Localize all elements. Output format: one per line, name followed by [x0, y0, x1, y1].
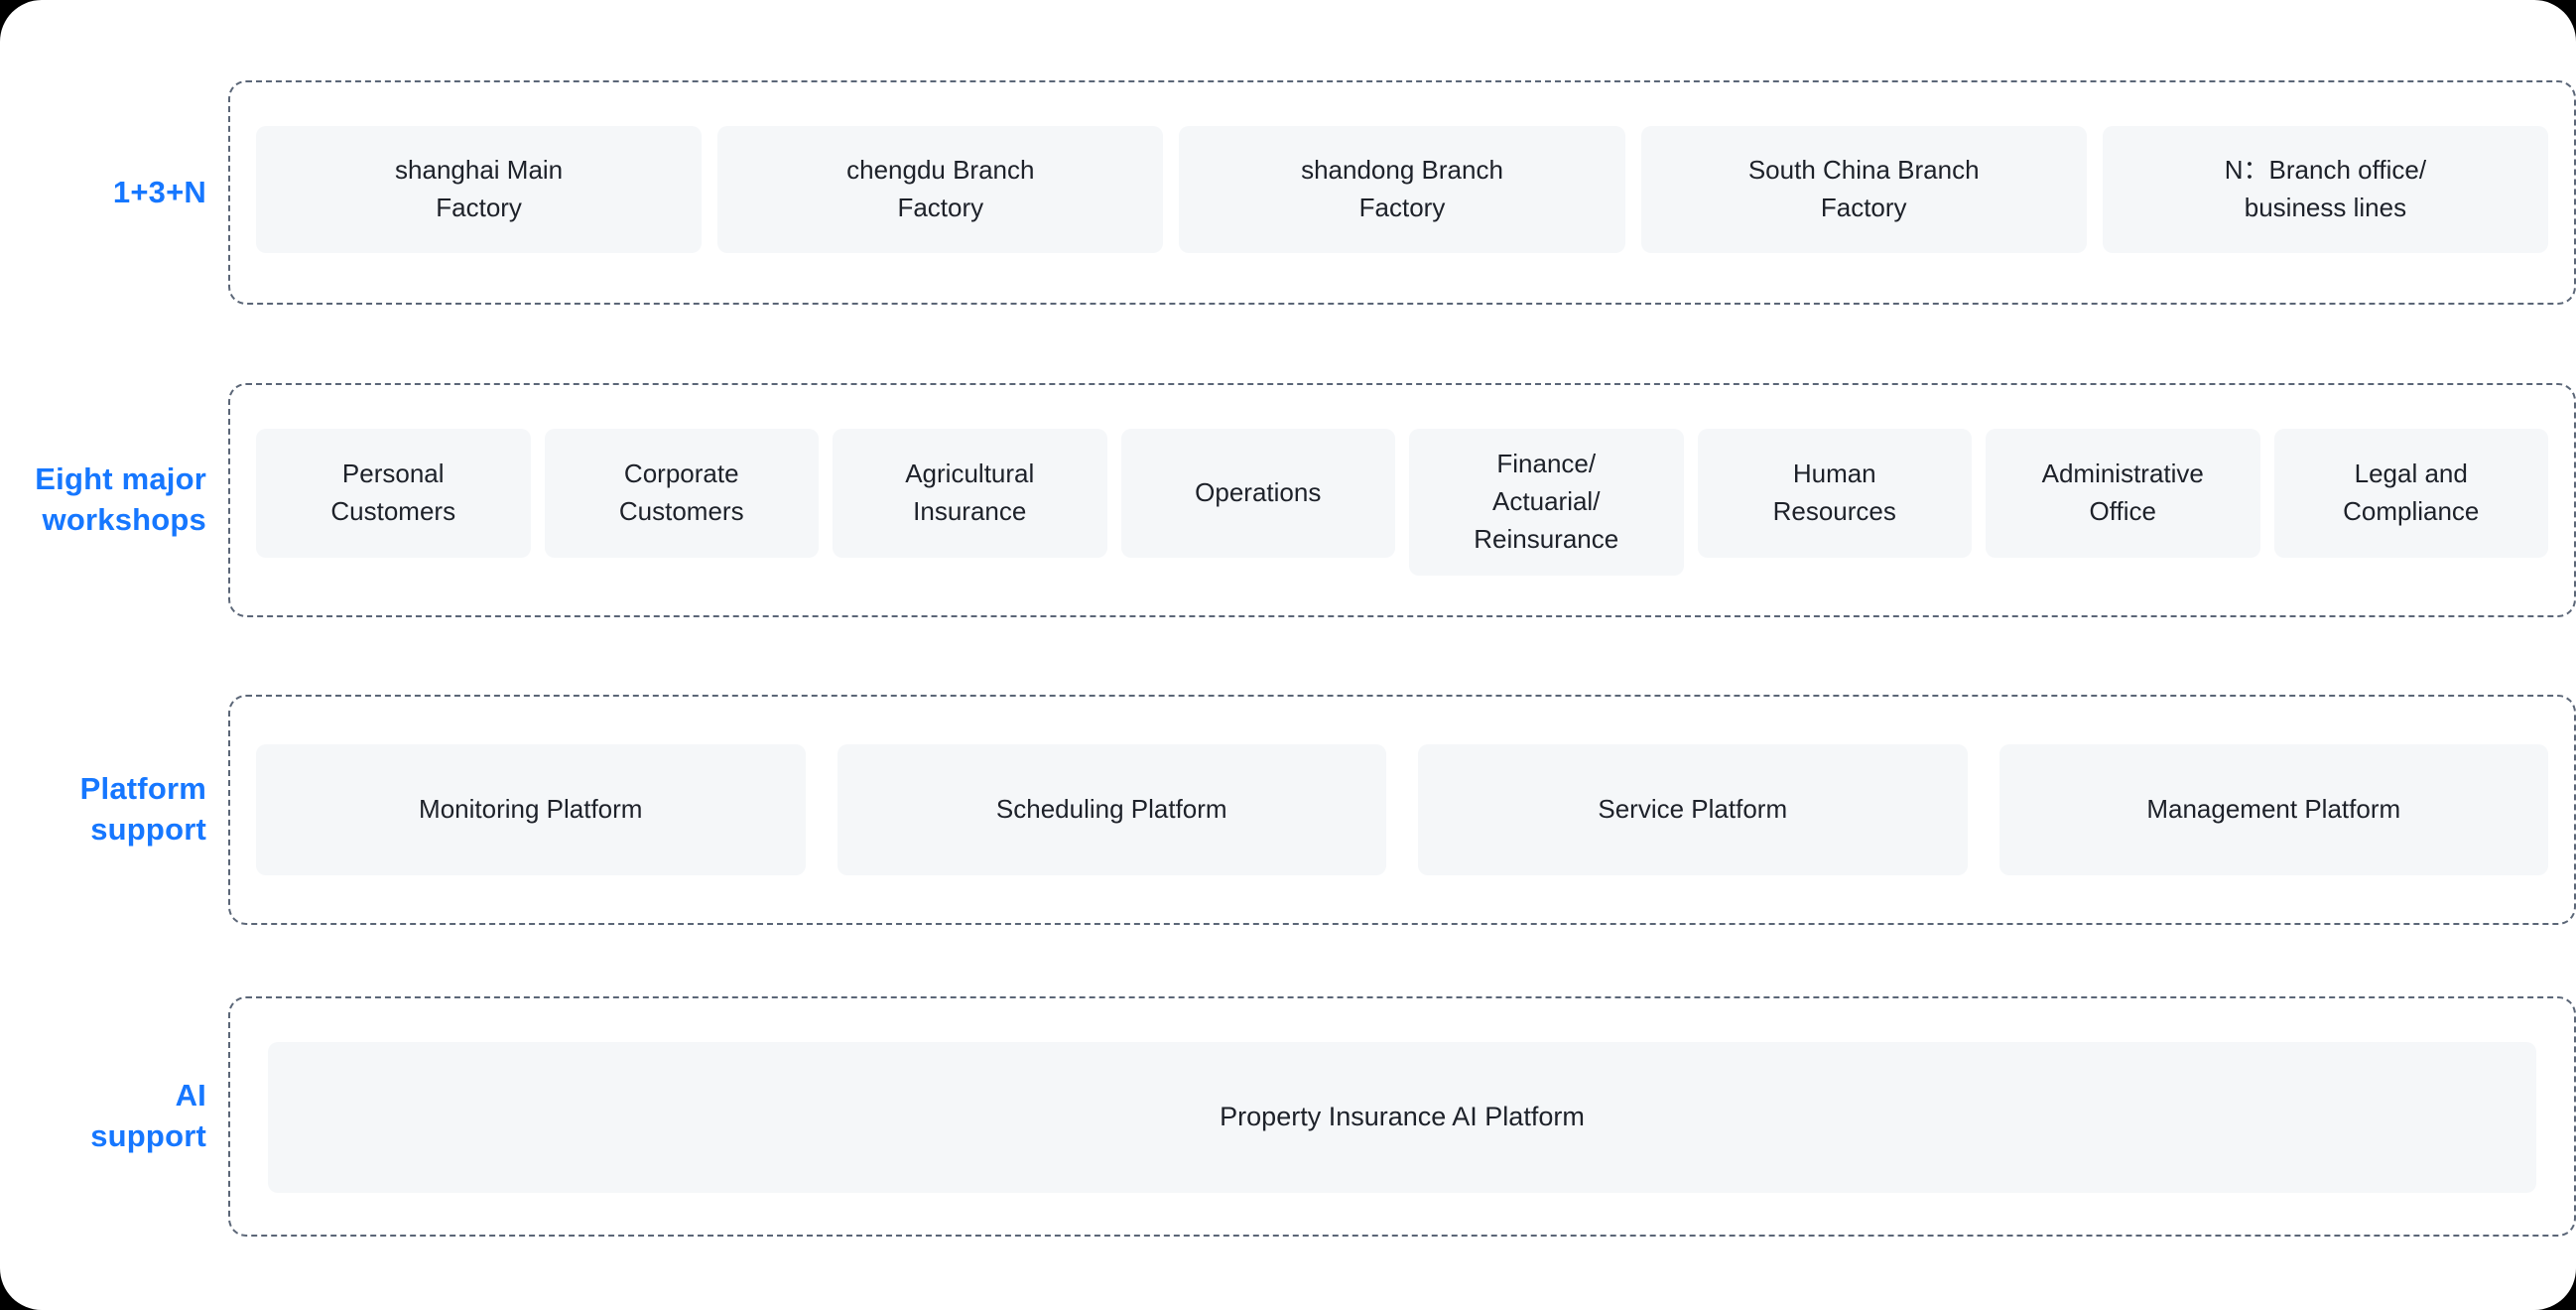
row-ai-support: AI support Property Insurance AI Platfor…: [0, 992, 2576, 1241]
card-chengdu-branch-factory[interactable]: chengdu Branch Factory: [717, 126, 1164, 253]
card-personal-customers[interactable]: Personal Customers: [256, 429, 531, 558]
card-shandong-branch-factory[interactable]: shandong Branch Factory: [1179, 126, 1625, 253]
card-legal-and-compliance[interactable]: Legal and Compliance: [2273, 429, 2548, 558]
card-shanghai-main-factory[interactable]: shanghai Main Factory: [256, 126, 703, 253]
row-eight-major-workshops: Eight major workshops Personal Customers…: [0, 381, 2576, 619]
row-label-ai-support: AI support: [90, 1078, 206, 1153]
row-container-one-three-n: shanghai Main Factory chengdu Branch Fac…: [228, 80, 2576, 305]
card-management-platform[interactable]: Management Platform: [1998, 744, 2548, 875]
row-container-ai-support: Property Insurance AI Platform: [228, 996, 2576, 1237]
card-group-eight-major-workshops: Personal Customers Corporate Customers A…: [256, 429, 2548, 576]
card-scheduling-platform[interactable]: Scheduling Platform: [837, 744, 1386, 875]
row-platform-support: Platform support Monitoring Platform Sch…: [0, 689, 2576, 931]
row-label-platform-support: Platform support: [79, 771, 206, 847]
card-property-insurance-ai-platform[interactable]: Property Insurance AI Platform: [268, 1042, 2536, 1193]
card-service-platform[interactable]: Service Platform: [1418, 744, 1968, 875]
row-container-platform-support: Monitoring Platform Scheduling Platform …: [228, 695, 2576, 925]
card-finance-actuarial-reinsurance[interactable]: Finance/ Actuarial/ Reinsurance: [1409, 429, 1684, 576]
card-human-resources[interactable]: Human Resources: [1697, 429, 1972, 558]
card-south-china-branch-factory[interactable]: South China Branch Factory: [1640, 126, 2087, 253]
row-label-one-three-n: 1+3+N: [112, 174, 206, 209]
card-monitoring-platform[interactable]: Monitoring Platform: [256, 744, 806, 875]
row-label-eight-major-workshops: Eight major workshops: [35, 461, 206, 537]
card-group-one-three-n: shanghai Main Factory chengdu Branch Fac…: [256, 126, 2549, 253]
row-container-eight-major-workshops: Personal Customers Corporate Customers A…: [228, 383, 2576, 617]
card-corporate-customers[interactable]: Corporate Customers: [544, 429, 819, 558]
card-group-ai-support: Property Insurance AI Platform: [268, 1042, 2536, 1193]
card-administrative-office[interactable]: Administrative Office: [1986, 429, 2260, 558]
card-operations[interactable]: Operations: [1120, 429, 1395, 558]
row-one-three-n: 1+3+N shanghai Main Factory chengdu Bran…: [0, 73, 2576, 312]
card-n-branch-office-business-lines[interactable]: N：Branch office/ business lines: [2102, 126, 2549, 253]
card-group-platform-support: Monitoring Platform Scheduling Platform …: [256, 744, 2548, 875]
card-agricultural-insurance[interactable]: Agricultural Insurance: [833, 429, 1107, 558]
